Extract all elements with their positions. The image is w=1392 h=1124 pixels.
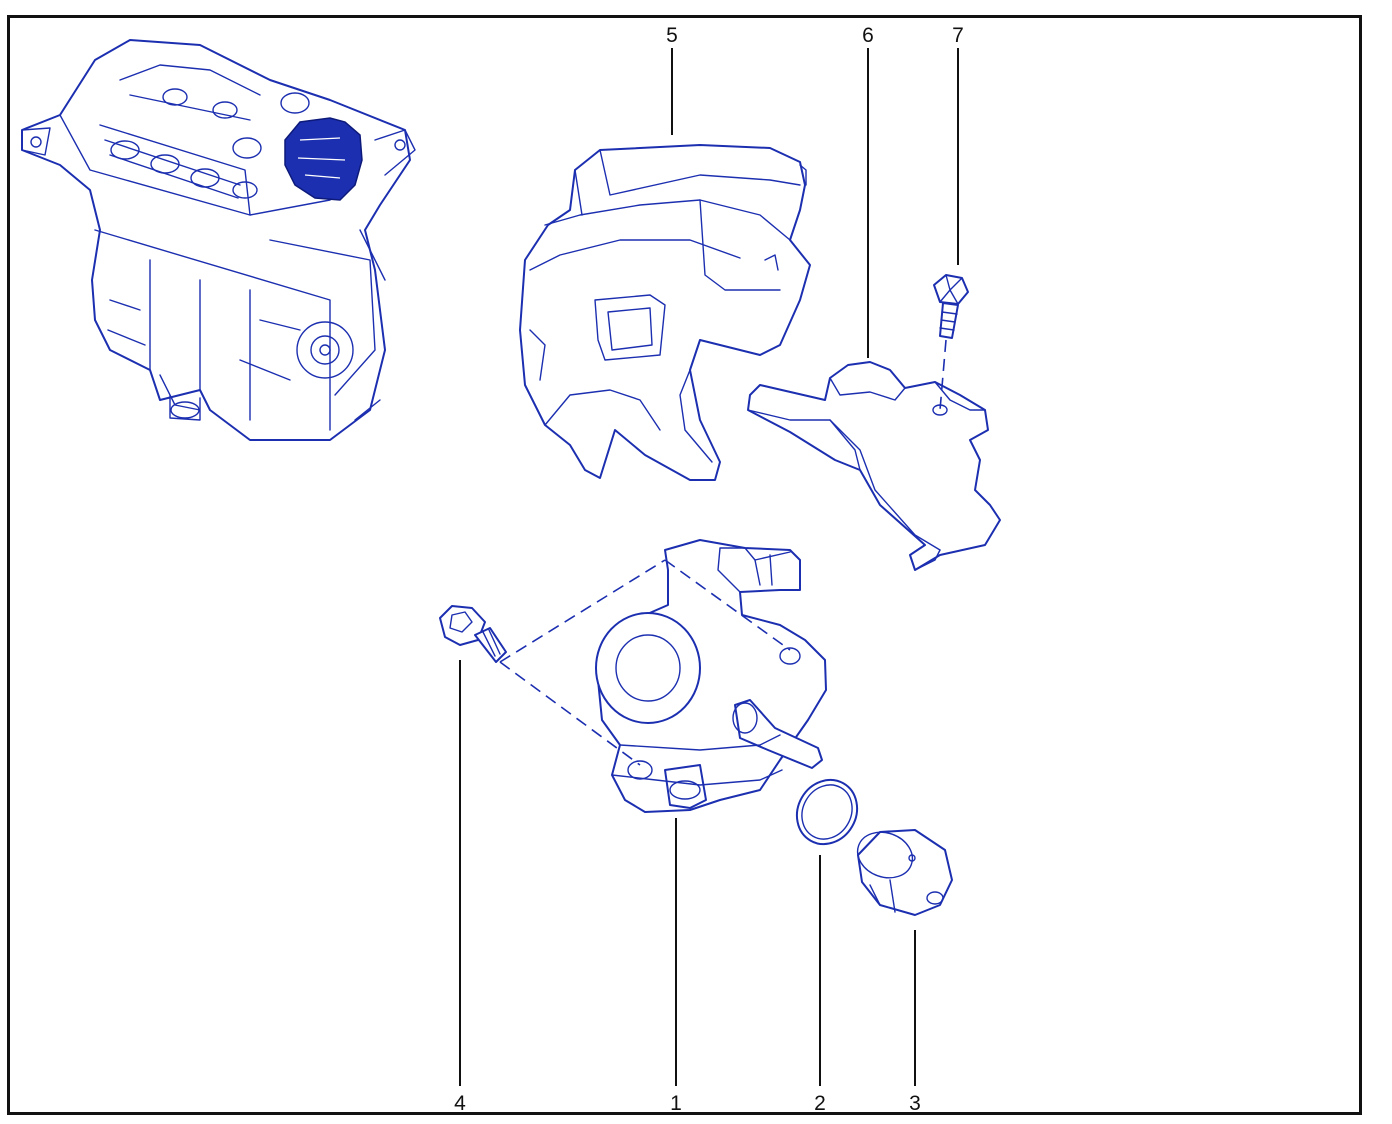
diagram-frame bbox=[7, 15, 1362, 1115]
part-4-screw bbox=[439, 605, 507, 663]
callout-1: 1 bbox=[670, 1092, 682, 1115]
engine-overview-illustration bbox=[21, 39, 416, 441]
part-1-fuel-pump bbox=[499, 539, 827, 813]
part-7-bolt bbox=[933, 274, 969, 411]
callout-7: 7 bbox=[952, 24, 964, 47]
part-5-heat-shield bbox=[519, 144, 811, 481]
callout-6: 6 bbox=[862, 24, 874, 47]
part-3-follower-cup bbox=[856, 829, 953, 916]
callout-3: 3 bbox=[909, 1092, 921, 1115]
callout-2: 2 bbox=[814, 1092, 826, 1115]
part-6-bracket bbox=[747, 361, 1001, 571]
callout-4: 4 bbox=[454, 1092, 466, 1115]
callout-5: 5 bbox=[666, 24, 678, 47]
part-2-o-ring bbox=[795, 778, 859, 846]
